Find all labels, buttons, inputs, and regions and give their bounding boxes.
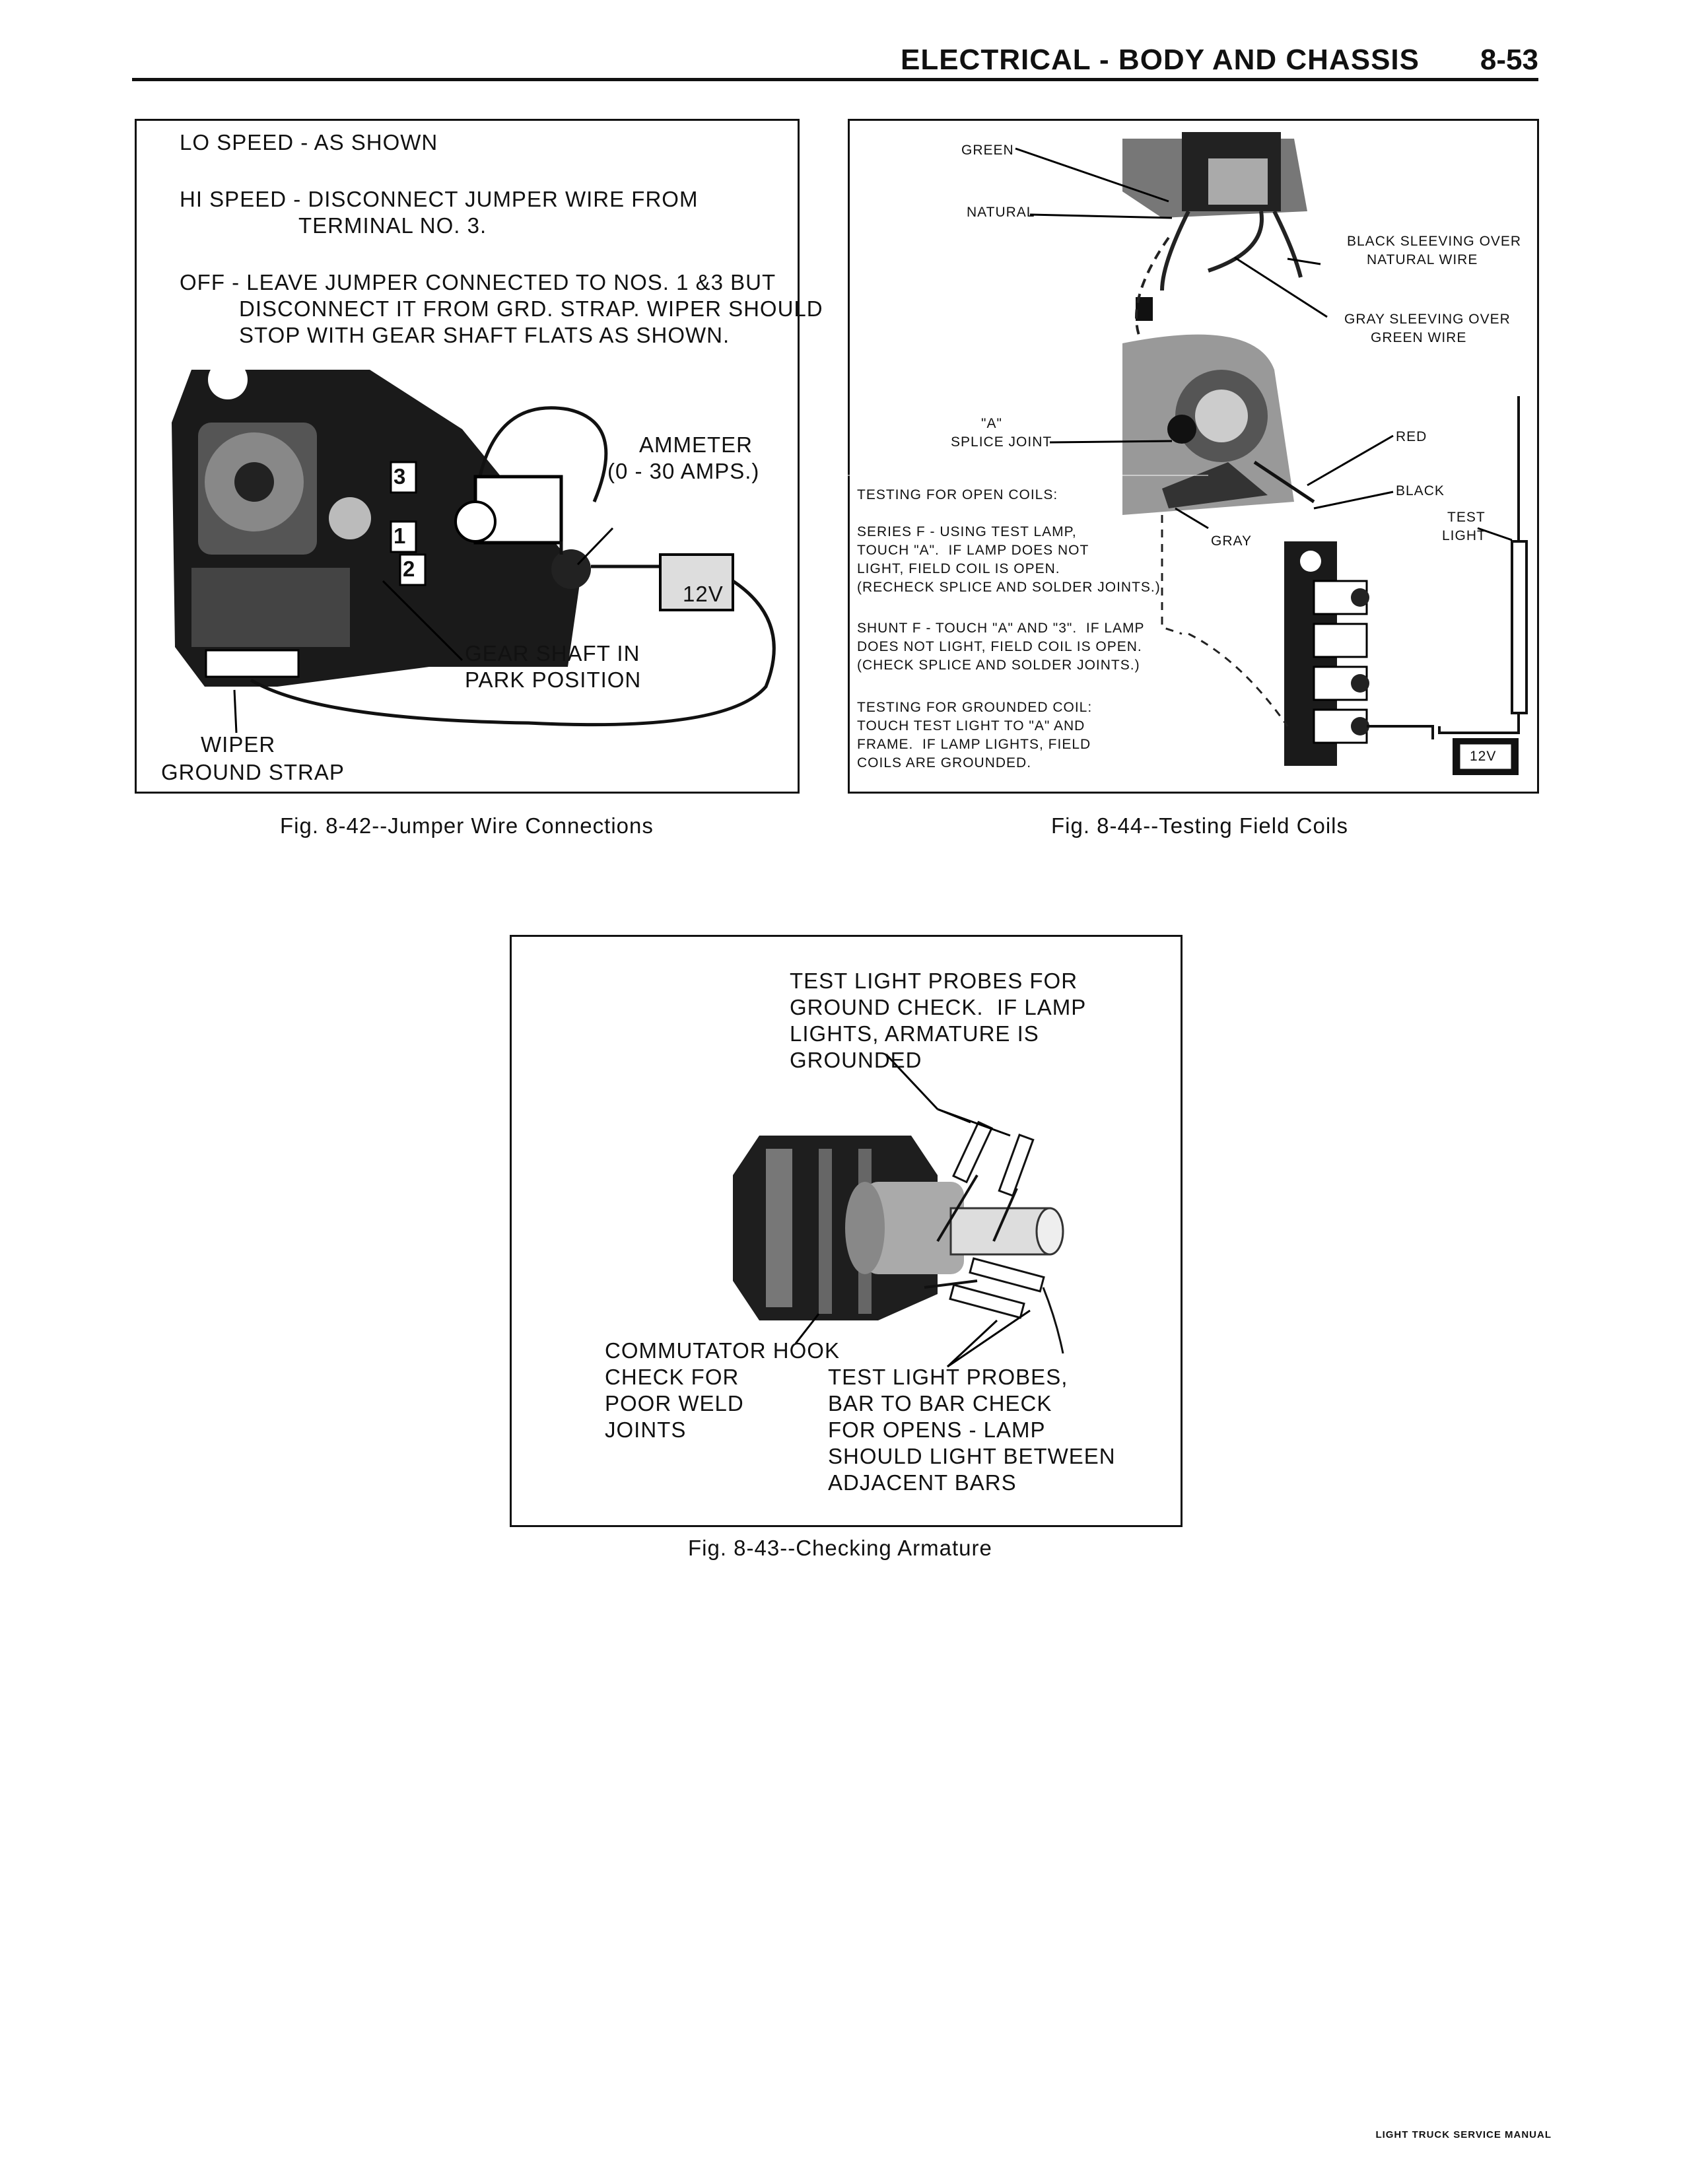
off-text-2: DISCONNECT IT FROM GRD. STRAP. WIPER SHO… [239,296,823,321]
commutator-hook-label-3: POOR WELD [605,1391,744,1416]
gear-shaft-label-2: PARK POSITION [465,667,642,692]
grounded-text-2: TOUCH TEST LIGHT TO "A" AND [857,718,1085,734]
natural-wire-label: NATURAL [967,205,1035,220]
ammeter-label-2: (0 - 30 AMPS.) [607,459,760,483]
off-text-3: STOP WITH GEAR SHAFT FLATS AS SHOWN. [239,323,730,347]
terminal-3-label: 3 [394,464,407,489]
header-rule [132,78,1538,81]
shunt-text-2: DOES NOT LIGHT, FIELD COIL IS OPEN. [857,639,1142,654]
bar-check-label-4: SHOULD LIGHT BETWEEN [828,1444,1116,1468]
black-sleeving-label-1: BLACK SLEEVING OVER [1347,234,1522,249]
section-title: ELECTRICAL - BODY AND CHASSIS [900,44,1420,76]
gray-sleeving-label-1: GRAY SLEEVING OVER [1344,312,1511,327]
figure-8-44-frame [848,119,1539,794]
page-number: 8-53 [1480,44,1538,76]
ground-probes-label-2: GROUND CHECK. IF LAMP [790,995,1087,1019]
gray-sleeving-label-2: GREEN WIRE [1371,330,1467,345]
wiper-label-1: WIPER [201,732,276,757]
ground-probes-label-4: GROUNDED [790,1048,922,1072]
gray-lead-label: GRAY [1211,533,1252,549]
bar-check-label-2: BAR TO BAR CHECK [828,1391,1052,1416]
terminal-1-label: 1 [394,524,407,548]
bar-check-label-3: FOR OPENS - LAMP [828,1417,1046,1442]
gear-shaft-label-1: GEAR SHAFT IN [465,641,640,665]
off-text-1: OFF - LEAVE JUMPER CONNECTED TO NOS. 1 &… [180,270,776,294]
battery-label-44: 12V [1470,749,1497,764]
series-text-1: SERIES F - USING TEST LAMP, [857,524,1077,539]
figure-8-43-caption: Fig. 8-43--Checking Armature [688,1536,992,1560]
bar-check-label-5: ADJACENT BARS [828,1470,1017,1495]
page-header: ELECTRICAL - BODY AND CHASSIS 8-53 [132,44,1538,82]
figure-8-44-caption: Fig. 8-44--Testing Field Coils [1051,813,1348,838]
commutator-hook-label-2: CHECK FOR [605,1365,739,1389]
commutator-hook-label-4: JOINTS [605,1417,687,1442]
hi-speed-text-2: TERMINAL NO. 3. [298,213,487,238]
grounded-text-1: TESTING FOR GROUNDED COIL: [857,700,1093,715]
grounded-text-4: COILS ARE GROUNDED. [857,755,1032,770]
test-light-label-1: TEST [1447,510,1486,525]
footer-manual-title: LIGHT TRUCK SERVICE MANUAL [1375,2129,1552,2140]
ammeter-label-1: AMMETER [639,432,753,457]
hi-speed-text-1: HI SPEED - DISCONNECT JUMPER WIRE FROM [180,187,699,211]
test-light-label-2: LIGHT [1442,528,1486,543]
shunt-text-3: (CHECK SPLICE AND SOLDER JOINTS.) [857,658,1140,673]
commutator-hook-label-1: COMMUTATOR HOOK [605,1338,840,1363]
splice-label-2: SPLICE JOINT [951,434,1052,450]
wiper-label-2: GROUND STRAP [161,760,345,784]
battery-label-42: 12V [683,582,724,606]
series-text-3: LIGHT, FIELD COIL IS OPEN. [857,561,1060,576]
figure-8-42-caption: Fig. 8-42--Jumper Wire Connections [280,813,654,838]
lo-speed-text: LO SPEED - AS SHOWN [180,130,438,154]
bar-check-label-1: TEST LIGHT PROBES, [828,1365,1068,1389]
ground-probes-label-3: LIGHTS, ARMATURE IS [790,1021,1039,1046]
terminal-2-label: 2 [403,557,416,581]
ground-probes-label-1: TEST LIGHT PROBES FOR [790,969,1078,993]
red-lead-label: RED [1396,429,1427,444]
shunt-text-1: SHUNT F - TOUCH "A" AND "3". IF LAMP [857,621,1145,636]
grounded-text-3: FRAME. IF LAMP LIGHTS, FIELD [857,737,1091,752]
black-lead-label: BLACK [1396,483,1445,498]
open-coils-heading: TESTING FOR OPEN COILS: [857,487,1058,502]
black-sleeving-label-2: NATURAL WIRE [1367,252,1478,267]
series-text-2: TOUCH "A". IF LAMP DOES NOT [857,543,1089,558]
green-wire-label: GREEN [961,143,1014,158]
series-text-4: (RECHECK SPLICE AND SOLDER JOINTS.) [857,580,1161,595]
splice-label-1: "A" [981,416,1002,431]
